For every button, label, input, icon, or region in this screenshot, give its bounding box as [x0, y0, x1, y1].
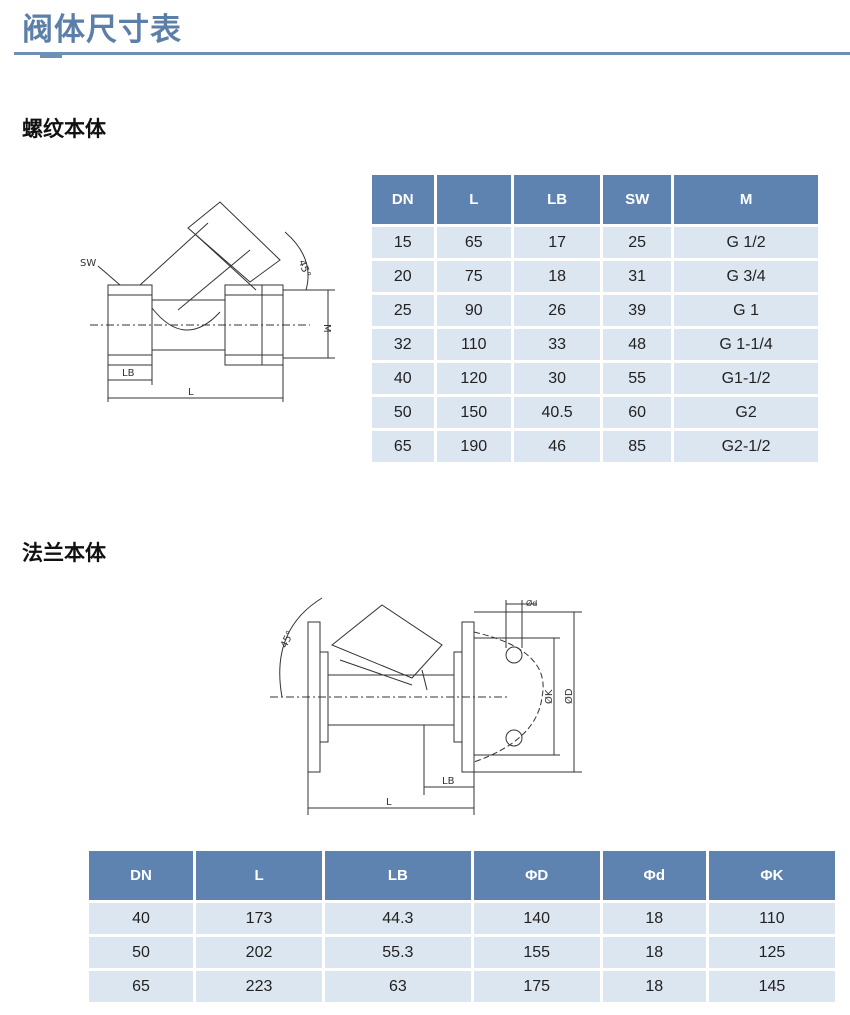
table-cell: G 3/4: [674, 261, 818, 292]
table-row: 65 190 46 85 G2-1/2: [372, 431, 818, 462]
table-cell: 44.3: [325, 903, 471, 934]
column-header: DN: [372, 175, 434, 224]
table-row: 15 65 17 25 G 1/2: [372, 227, 818, 258]
table-row: 40 120 30 55 G1-1/2: [372, 363, 818, 394]
table-row: 50 202 55.3 155 18 125: [89, 937, 835, 968]
table-cell: G 1/2: [674, 227, 818, 258]
table-cell: G 1-1/4: [674, 329, 818, 360]
table-cell: 18: [602, 937, 706, 968]
bolt-hole-bottom: [505, 729, 523, 747]
table-cell: 63: [325, 971, 471, 1002]
od-large-label: ØD: [563, 688, 575, 704]
l-label-flanged: L: [386, 797, 392, 808]
table-row: 25 90 26 39 G 1: [372, 295, 818, 326]
table-cell: 40: [372, 363, 434, 394]
table-cell: 50: [89, 937, 193, 968]
table-cell: 25: [372, 295, 434, 326]
l-label-threaded: L: [188, 387, 194, 398]
column-header: L: [195, 851, 323, 900]
table-row: 50 150 40.5 60 G2: [372, 397, 818, 428]
column-header: Φd: [602, 851, 706, 900]
title-divider: [14, 52, 850, 55]
table-cell: 60: [603, 397, 672, 428]
m-label: M: [321, 324, 332, 333]
od-small-label: Ød: [526, 598, 537, 608]
table-row: 40 173 44.3 140 18 110: [89, 903, 835, 934]
table-cell: 39: [603, 295, 672, 326]
table-cell: 33: [514, 329, 601, 360]
table-cell: 40.5: [514, 397, 601, 428]
table-cell: 55: [603, 363, 672, 394]
table-cell: G2-1/2: [674, 431, 818, 462]
table-cell: 26: [514, 295, 601, 326]
lb-label-flanged: LB: [442, 776, 455, 787]
table-cell: 190: [436, 431, 512, 462]
table-cell: 173: [195, 903, 323, 934]
page-title: 阀体尺寸表: [22, 12, 182, 48]
threaded-body-diagram: SW 45° M LB L: [80, 201, 335, 402]
threaded-body-table: DN L LB SW M 15 65 17 25 G 1/2 20 75 18 …: [369, 172, 821, 465]
ok-label: ØK: [543, 689, 555, 704]
column-header: ΦD: [473, 851, 600, 900]
table-cell: 18: [602, 971, 706, 1002]
table-cell: 46: [514, 431, 601, 462]
table-cell: 20: [372, 261, 434, 292]
table-cell: 17: [514, 227, 601, 258]
column-header: LB: [325, 851, 471, 900]
flanged-body-heading: 法兰本体: [22, 541, 106, 565]
table-cell: 31: [603, 261, 672, 292]
table-cell: 75: [436, 261, 512, 292]
table-cell: 145: [708, 971, 835, 1002]
table-cell: 48: [603, 329, 672, 360]
column-header: SW: [603, 175, 672, 224]
table-cell: 18: [514, 261, 601, 292]
threaded-body-heading: 螺纹本体: [22, 117, 106, 141]
table-cell: 15: [372, 227, 434, 258]
table-cell: 65: [372, 431, 434, 462]
table-cell: 150: [436, 397, 512, 428]
sw-label: SW: [80, 258, 96, 269]
angle-label-flanged: 45°: [279, 629, 296, 650]
table-cell: G1-1/2: [674, 363, 818, 394]
table-cell: 18: [602, 903, 706, 934]
table-cell: 40: [89, 903, 193, 934]
table-header-row: DN L LB ΦD Φd ΦK: [89, 851, 835, 900]
angle-label-threaded: 45°: [296, 259, 312, 279]
table-cell: 140: [473, 903, 600, 934]
table-cell: G 1: [674, 295, 818, 326]
table-cell: 155: [473, 937, 600, 968]
lb-label-threaded: LB: [122, 368, 135, 379]
flanged-body-diagram: 45° Ød ØK ØD LB L: [270, 597, 582, 815]
table-cell: 85: [603, 431, 672, 462]
table-cell: 65: [436, 227, 512, 258]
column-header: ΦK: [708, 851, 835, 900]
flanged-body-table: DN L LB ΦD Φd ΦK 40 173 44.3 140 18 110 …: [86, 848, 838, 1005]
table-cell: 32: [372, 329, 434, 360]
table-row: 65 223 63 175 18 145: [89, 971, 835, 1002]
table-cell: 65: [89, 971, 193, 1002]
table-cell: 55.3: [325, 937, 471, 968]
table-cell: G2: [674, 397, 818, 428]
table-cell: 125: [708, 937, 835, 968]
table-cell: 30: [514, 363, 601, 394]
table-cell: 202: [195, 937, 323, 968]
table-cell: 110: [708, 903, 835, 934]
column-header: LB: [514, 175, 601, 224]
table-cell: 120: [436, 363, 512, 394]
bolt-hole-top: [505, 646, 523, 664]
strainer-leg: [331, 604, 443, 679]
table-cell: 90: [436, 295, 512, 326]
column-header: L: [436, 175, 512, 224]
table-header-row: DN L LB SW M: [372, 175, 818, 224]
title-divider-accent: [40, 55, 62, 58]
table-row: 20 75 18 31 G 3/4: [372, 261, 818, 292]
table-cell: 50: [372, 397, 434, 428]
table-cell: 223: [195, 971, 323, 1002]
table-row: 32 110 33 48 G 1-1/4: [372, 329, 818, 360]
column-header: DN: [89, 851, 193, 900]
table-cell: 175: [473, 971, 600, 1002]
column-header: M: [674, 175, 818, 224]
table-cell: 110: [436, 329, 512, 360]
table-cell: 25: [603, 227, 672, 258]
